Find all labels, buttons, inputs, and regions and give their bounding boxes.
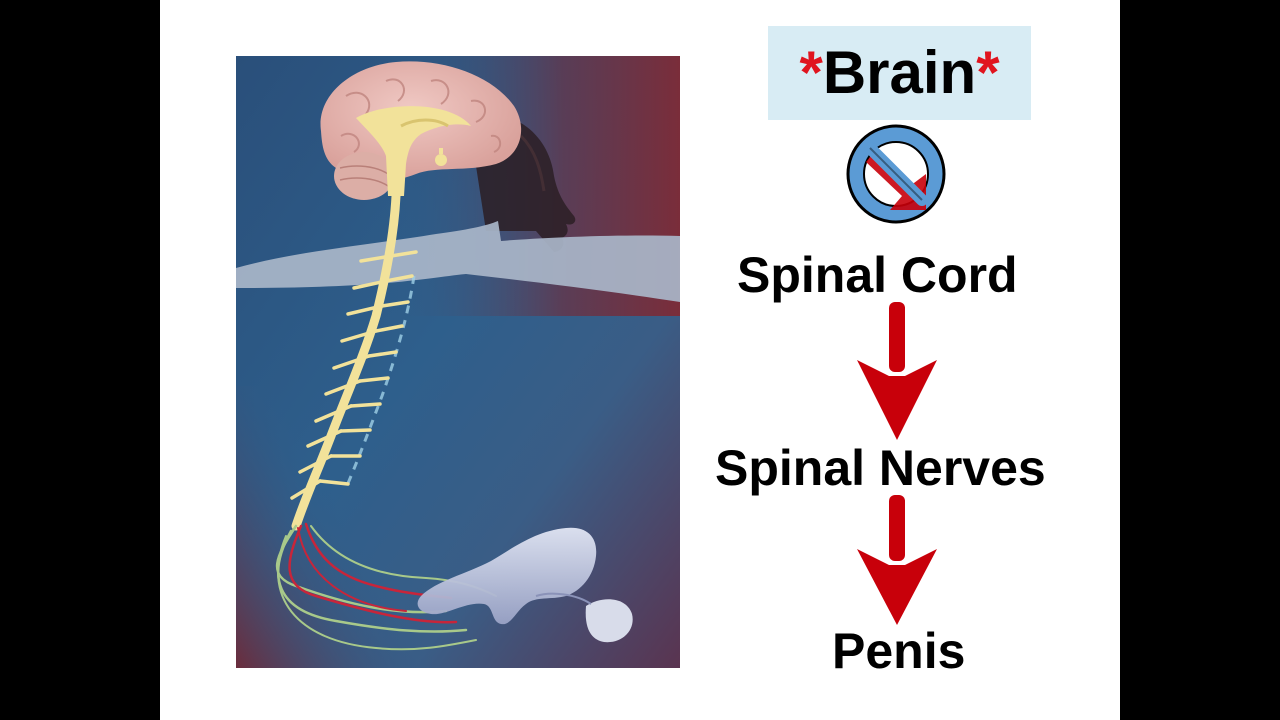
star-right: * [976, 39, 1000, 106]
brain-word: Brain [822, 39, 977, 106]
down-arrow-1-icon [857, 302, 937, 440]
penis-label: Penis [832, 623, 966, 679]
brain-label-box: *Brain* [768, 26, 1031, 120]
spinal-nerves-label: Spinal Nerves [715, 440, 1046, 496]
brain-label: *Brain* [799, 43, 999, 103]
star-left: * [799, 39, 823, 106]
prohibited-arrow-icon [846, 124, 946, 224]
spinal-cord-label: Spinal Cord [737, 247, 1018, 303]
anatomical-illustration [236, 56, 680, 668]
down-arrow-2-icon [857, 495, 937, 625]
